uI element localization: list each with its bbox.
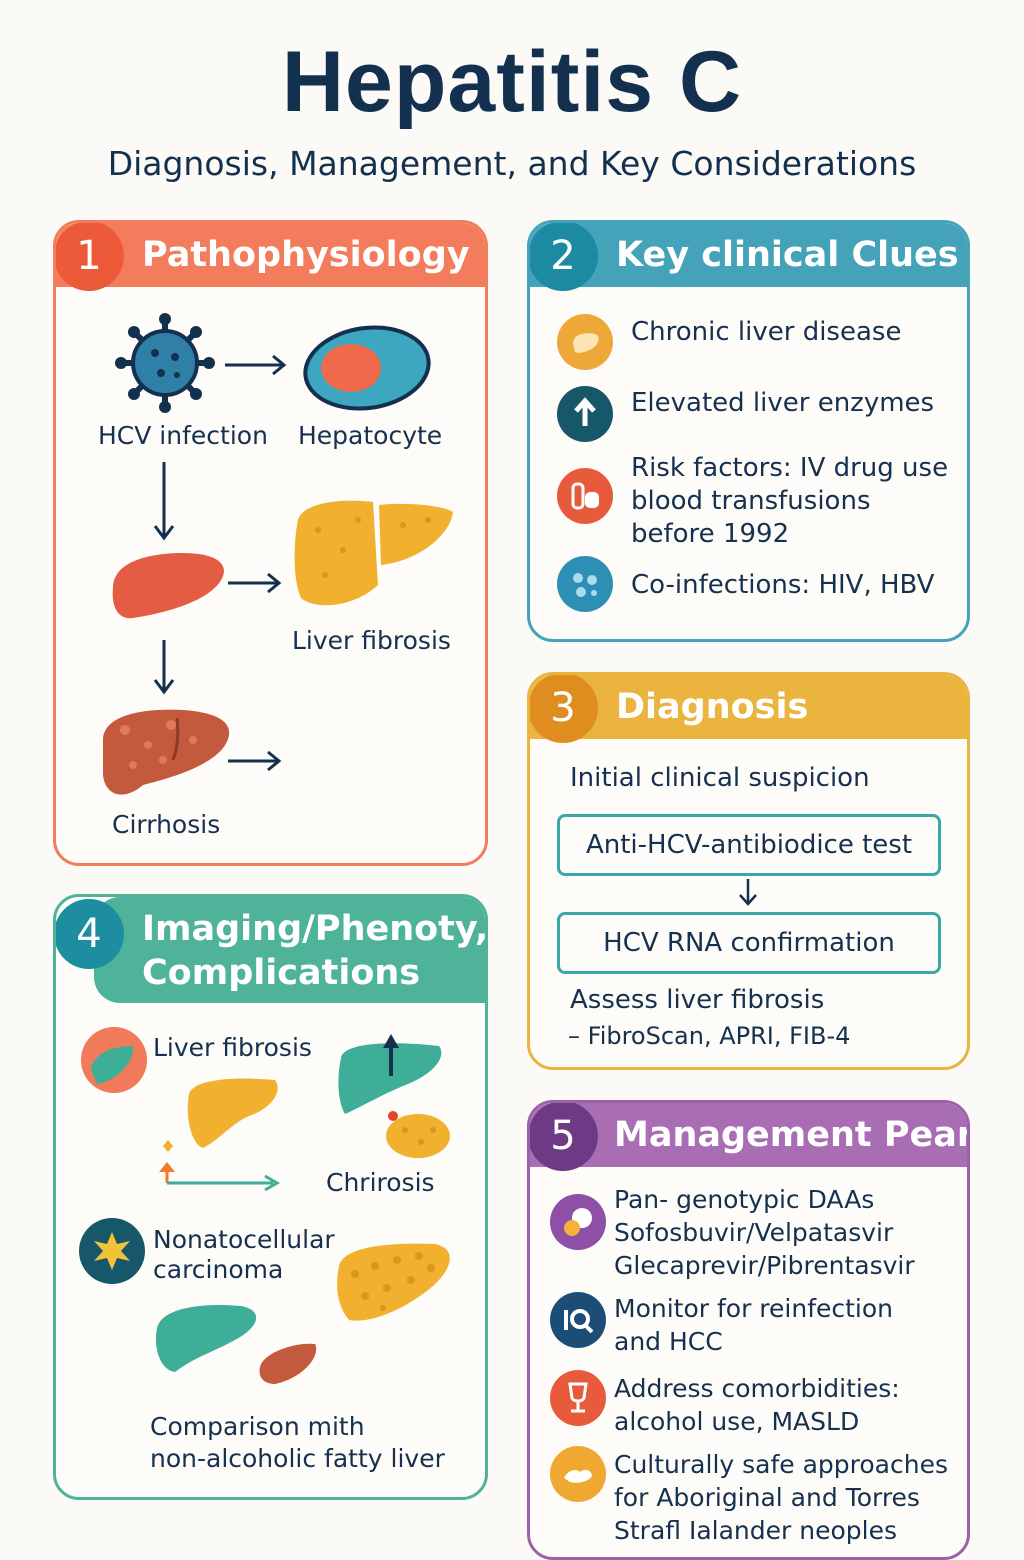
pearl-daas-line-3: Glecaprevir/Pibrentasvir [614,1251,915,1280]
clue-elevated-enzymes: Elevated liver enzymes [631,388,935,418]
label-cirrhosis: Chrirosis [326,1168,435,1197]
diagnosis-box-antibody-test: Anti-HCV-antibiodice test [557,814,941,876]
hands-icon [550,1446,606,1502]
normal-liver-icon [155,1304,257,1372]
cirrhotic-liver-icon [103,709,230,795]
pearl-comorbidities-line-1: Address comorbidities: [614,1374,900,1403]
pearl-culture-line-3: Strafl Ialander neoples [614,1516,897,1545]
liver-fibrosis-icon [81,1027,147,1093]
pearl-culturally-safe: Culturally safe approaches for Aborigina… [614,1448,948,1547]
section-number-badge: 4 [56,899,124,969]
virus-icon [115,313,215,413]
section-imaging-complications: Imaging/Phenoty, Complications 4 [53,894,488,1500]
section-header: 1 Pathophysiology [56,223,485,291]
hepatocyte-icon [303,325,431,411]
section-diagnosis: 3 Diagnosis [527,672,970,1070]
label-comparison-line-2: non-alcoholic fatty liver [150,1444,445,1473]
clue-risk-factors: Risk factors: IV drug use blood transfus… [631,452,948,551]
virus-dots-icon [557,556,613,612]
section-title: Management Pearls [614,1115,970,1155]
pearl-monitor: Monitor for reinfection and HCC [614,1292,893,1358]
clue-chronic-liver-disease: Chronic liver disease [631,317,902,347]
small-liver-icon [259,1343,317,1384]
monitor-search-icon [550,1292,606,1348]
section-number-badge: 5 [530,1103,598,1171]
pearl-daas: Pan- genotypic DAAs Sofosbuvir/Velpatasv… [614,1183,915,1282]
section-number-badge: 2 [530,223,598,291]
section-number-badge: 3 [530,675,598,743]
fibrotic-liver-icon [294,500,453,606]
pearl-culture-line-2: for Aboriginal and Torres [614,1483,920,1512]
fibrotic-liver-icon [187,1078,278,1148]
label-hcv-infection: HCV infection [98,421,268,450]
pathophysiology-illustration [103,313,453,795]
arrow-right-icon [228,750,282,772]
section-title: Imaging/Phenoty, Complications [142,907,488,995]
cirrhotic-liver-icon [338,1034,450,1158]
imaging-illustration [79,1027,450,1384]
pearl-daas-line-2: Sofosbuvir/Velpatasvir [614,1218,894,1247]
wine-glass-icon [550,1370,606,1426]
arrow-right-icon [225,354,287,376]
label-carcinoma-line-2: carcinoma [153,1255,284,1284]
section-header: Imaging/Phenoty, Complications [94,897,488,1003]
risk-line-1: Risk factors: IV drug use [631,453,949,483]
clue-co-infections: Co-infections: HIV, HBV [631,570,935,600]
pearl-comorbidities: Address comorbidities: alcohol use, MASL… [614,1372,900,1438]
diagnosis-fibrosis-tools: – FibroScan, APRI, FIB-4 [568,1022,851,1050]
arrow-up-icon [557,386,613,442]
fatty-liver-icon [337,1243,450,1321]
section-title: Key clinical Clues [616,235,959,275]
carcinoma-icon [79,1218,145,1284]
section-title-line-1: Imaging/Phenoty, [142,909,488,949]
arrow-down-icon [739,879,757,906]
pearl-monitor-line-2: and HCC [614,1327,723,1356]
section-title-line-2: Complications [142,953,421,993]
risk-line-3: before 1992 [631,519,790,549]
arrow-down-icon [153,640,175,695]
page-title: Hepatitis C [281,34,743,130]
blood-tube-icon [557,468,613,524]
diagnosis-box-rna-confirmation: HCV RNA confirmation [557,912,941,974]
fibrosis-progression-arrows [159,1140,280,1192]
liver-icon [557,314,613,370]
label-carcinoma-line-1: Nonatocellular [153,1225,335,1254]
pill-icon [550,1194,606,1250]
label-liver-fibrosis: Liver fibrosis [153,1033,312,1062]
diagnosis-step-suspicion: Initial clinical suspicion [570,763,870,793]
arrow-right-icon [228,572,282,594]
label-comparison-fatty-liver: Comparison mith non-alcoholic fatty live… [150,1411,445,1475]
section-header: 5 Management Pearls [530,1103,970,1171]
diagnosis-step-fibrosis: Assess liver fibrosis [570,985,825,1015]
label-hepatocyte: Hepatocyte [298,421,443,450]
inflamed-liver-icon [112,553,224,619]
pearl-culture-line-1: Culturally safe approaches [614,1450,948,1479]
section-header: 2 Key clinical Clues [530,223,967,291]
pearl-comorbidities-line-2: alcohol use, MASLD [614,1407,860,1436]
section-title: Diagnosis [616,687,809,727]
label-carcinoma: Nonatocellular carcinoma [153,1225,335,1285]
arrow-down-icon [153,462,175,541]
section-title: Pathophysiology [142,235,470,275]
label-cirrhosis: Cirrhosis [112,810,221,839]
section-number-badge: 1 [56,223,124,291]
pearl-monitor-line-1: Monitor for reinfection [614,1294,894,1323]
risk-line-2: blood transfusions [631,486,871,516]
label-liver-fibrosis: Liver fibrosis [292,626,451,655]
page-subtitle: Diagnosis, Management, and Key Considera… [107,144,917,183]
label-comparison-line-1: Comparison mith [150,1412,365,1441]
pearl-daas-line-1: Pan- genotypic DAAs [614,1185,875,1214]
section-header: 3 Diagnosis [530,675,967,743]
